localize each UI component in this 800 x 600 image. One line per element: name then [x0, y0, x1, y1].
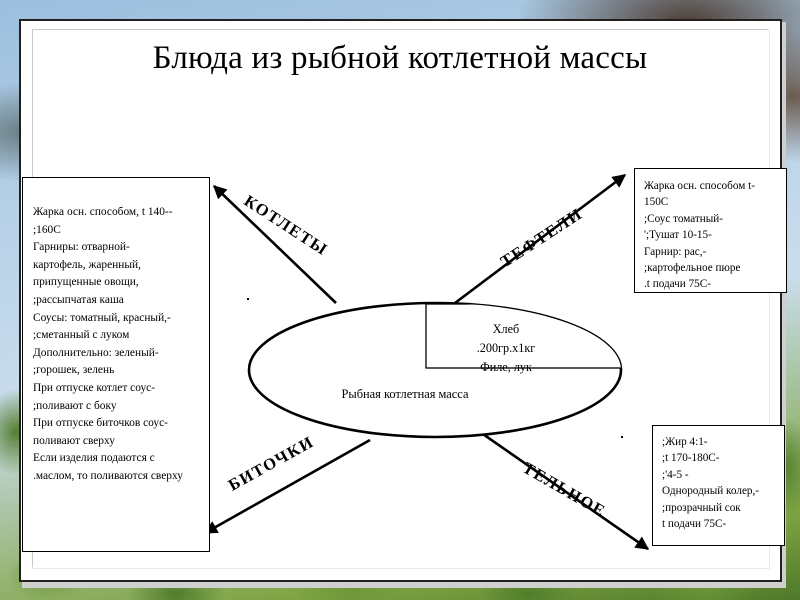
textbox-line: Дополнительно: зеленый- — [33, 346, 159, 359]
textbox-line: ;160С — [33, 223, 61, 236]
stray-dot-left — [247, 298, 249, 300]
textbox-line: ';Тушат 10-15- — [644, 229, 712, 242]
bread-line: Филе, лук — [480, 360, 532, 374]
page-title: Блюда из рыбной котлетной массы — [152, 40, 648, 76]
center-ellipse-label: Рыбная котлетная масса — [341, 387, 469, 401]
textbox-line: ;горошек, зелень — [33, 364, 115, 377]
textbox-line: Соусы: томатный, красный,- — [33, 311, 171, 324]
textbox-line: ;'4-5 - — [662, 468, 689, 481]
textbox-line: Жарка осн. способом t- — [644, 180, 755, 192]
textbox-line: Если изделия подаются с — [33, 452, 155, 465]
arrow-telnoe — [479, 430, 650, 551]
bread-line: Хлеб — [492, 322, 520, 336]
textbox-line: ;прозрачный сок — [662, 501, 741, 514]
textbox-line: 150С — [644, 196, 669, 209]
textbox-kotlety: Жарка осн. способом, t 140-- ;160С Гарни… — [22, 177, 210, 552]
arrow-kotlety — [213, 185, 337, 304]
textbox-line: Гарниры: отварной- — [33, 241, 130, 254]
textbox-line: .маслом, то поливаются сверху — [33, 469, 183, 482]
textbox-telnoe: ;Жир 4:1- ;t 170-180С- ;'4-5 - Однородны… — [652, 425, 785, 546]
bread-box-label: Хлеб .200гр.х1кг Филе, лук — [432, 320, 580, 377]
textbox-line: припущенные овощи, — [33, 276, 139, 289]
arrow-tefteli — [454, 173, 627, 305]
textbox-line: ;Жир 4:1- — [662, 436, 708, 448]
textbox-line: ;t 170-180С- — [662, 452, 720, 465]
bread-line: .200гр.х1кг — [476, 341, 536, 355]
arrow-bitochki — [203, 438, 371, 535]
stray-dot-right — [621, 436, 623, 438]
textbox-line: При отпуске котлет соус- — [33, 381, 156, 394]
textbox-line: картофель, жаренный, — [33, 258, 141, 271]
textbox-line: ;рассыпчатая каша — [33, 293, 124, 306]
textbox-line: ;Соус томатный- — [644, 212, 723, 225]
textbox-line: Гарнир: рас,- — [644, 245, 707, 258]
textbox-line: .t подачи 75С- — [644, 278, 711, 291]
textbox-line: ;поливают с боку — [33, 399, 117, 412]
textbox-tefteli: Жарка осн. способом t- 150С ;Соус томатн… — [634, 168, 787, 293]
textbox-line: ;сметанный с луком — [33, 329, 130, 342]
textbox-line: t подачи 75С- — [662, 518, 727, 531]
textbox-line: поливают сверху — [33, 434, 115, 447]
textbox-line: ;картофельное пюре — [644, 262, 741, 275]
textbox-line: Однородный колер,- — [662, 485, 760, 498]
textbox-line: Жарка осн. способом, t 140-- — [33, 206, 173, 218]
textbox-line: При отпуске биточков соус- — [33, 417, 168, 430]
